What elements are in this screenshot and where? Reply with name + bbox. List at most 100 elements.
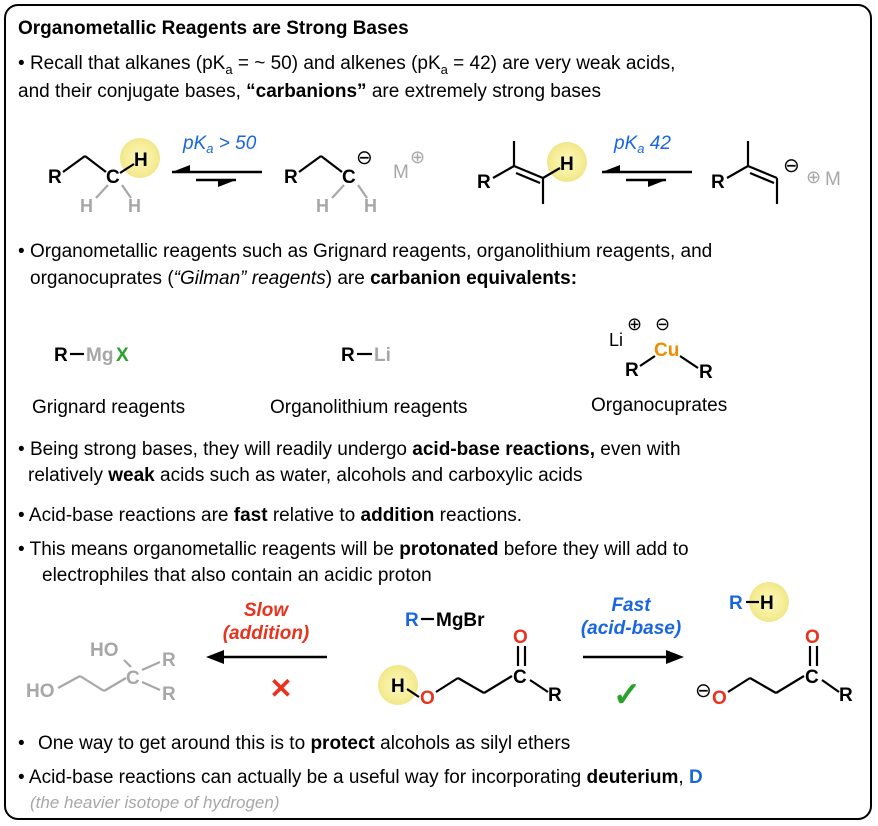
rh-R: R	[729, 593, 743, 614]
cuprate-R-right: R	[699, 362, 713, 383]
deuterium-symbol: D	[688, 767, 703, 788]
carbanions-term: “carbanions”	[246, 81, 367, 102]
grignard-X: X	[116, 345, 129, 366]
recall-sub-a: a	[225, 61, 233, 77]
bullet-acid-base-line-1: • Being strong bases, they will readily …	[18, 439, 681, 461]
recall-text-c: = 42) are very weak acids,	[447, 53, 676, 74]
protect-text-c: alcohols as silyl ethers	[374, 733, 571, 754]
recall-line2-c: are extremely strong bases	[366, 81, 601, 102]
organometallic-line1: Organometallic reagents such as Grignard…	[29, 241, 713, 262]
cuprate-R-left: R	[625, 360, 639, 381]
vinyl-minus: ⊖	[783, 155, 800, 177]
fast-acid-base-arrow	[583, 650, 684, 664]
organometallic-line2-a: organocuprates (	[30, 268, 174, 289]
alkoxide-R: R	[839, 685, 853, 706]
cuprate-Li: Li	[609, 330, 623, 350]
pka-label-alkane: pKa > 50	[182, 133, 257, 156]
carbanion-H-right: H	[364, 196, 377, 216]
bullet-recall-line-2: and their conjugate bases, “carbanions” …	[18, 81, 601, 103]
product-HO-top: HO	[90, 640, 119, 661]
product-HO-left: HO	[26, 681, 55, 702]
product-R-bottom: R	[162, 684, 176, 705]
bullet: •	[18, 539, 25, 560]
recall-line2-a: and their conjugate bases,	[18, 81, 247, 102]
proton-highlight	[120, 138, 160, 178]
organocuprates-label: Organocuprates	[591, 395, 728, 416]
acid-base-line1-c: even with	[594, 439, 681, 460]
fast-text-c: relative to	[267, 505, 361, 526]
equilibrium-arrow-alkane	[172, 165, 262, 187]
bullet-organometallic-line-1: • Organometallic reagents such as Grigna…	[18, 241, 712, 263]
mgbr-label: MgBr	[436, 610, 485, 631]
grignard-R: R	[54, 345, 68, 366]
bullet: •	[18, 505, 25, 526]
acid-base-line2-c: acids such as water, alcohols and carbox…	[154, 465, 583, 486]
slow-label: Slow	[244, 600, 290, 621]
alkyl-carbanion: R C ⊖ H H M ⊕	[284, 147, 425, 216]
addition-label: (addition)	[223, 623, 310, 644]
vinyl-metal-plus: ⊕	[806, 167, 821, 187]
recall-sub-b: a	[440, 61, 448, 77]
acid-base-term: acid-base reactions,	[412, 439, 595, 460]
pka-label-alkene: pKa 42	[613, 133, 671, 156]
slow-addition-arrow	[206, 650, 327, 664]
cuprate-Li-plus: ⊕	[627, 314, 642, 334]
grignard-label: Grignard reagents	[32, 397, 186, 418]
product-R-top: R	[162, 650, 176, 671]
organometallic-line2-c: ) are	[325, 268, 371, 289]
alkene-H-acidic: H	[560, 154, 574, 175]
acid-base-line2-a: relatively	[28, 465, 109, 486]
organolithium-Li: Li	[374, 345, 391, 366]
carbanion-C: C	[342, 167, 356, 188]
fast-text-a: Acid-base reactions are	[28, 505, 234, 526]
deuterium-text-a: Acid-base reactions can actually be a us…	[28, 767, 587, 788]
rh-proton-highlight	[749, 582, 789, 622]
bullet-recall-line-1: • Recall that alkanes (pKa = ~ 50) and a…	[18, 53, 675, 81]
bullet-deuterium: • Acid-base reactions can actually be a …	[18, 767, 703, 789]
substrate-H: H	[391, 676, 405, 697]
alkane-H-acidic: H	[134, 150, 148, 171]
protonated-line1-c: before they will add to	[498, 539, 689, 560]
bullet-protonated-line-1: • This means organometallic reagents wil…	[18, 539, 689, 561]
alkoxide-O: O	[712, 688, 727, 709]
substrate-C: C	[513, 667, 527, 688]
bullet: •	[18, 733, 25, 754]
acid-base-line1-a: Being strong bases, they will readily un…	[29, 439, 413, 460]
cuprate-Cu: Cu	[654, 340, 679, 361]
substrate-carbonyl-O: O	[513, 627, 528, 648]
metal-plus: ⊕	[410, 147, 425, 167]
addition-product: HO C HO R R	[26, 640, 176, 705]
grignard-Mg: Mg	[86, 345, 113, 366]
alkoxide-minus: ⊖	[695, 680, 712, 702]
carbanion-equivalents-term: carbanion equivalents:	[370, 268, 578, 289]
metal-counterion: M	[393, 162, 409, 183]
organolithium-R: R	[341, 345, 355, 366]
carbanion-minus: ⊖	[356, 147, 373, 169]
alkane-byproduct: R H	[729, 582, 789, 622]
protect-text-a: One way to get around this is to	[37, 733, 311, 754]
vinyl-R: R	[711, 172, 725, 193]
bullet-protect: • One way to get around this is to prote…	[18, 733, 570, 755]
fast-text-e: reactions.	[434, 505, 523, 526]
alkane-C: C	[106, 167, 120, 188]
organocuprate-reagent: Li ⊕ ⊖ R Cu R	[609, 314, 713, 383]
equilibrium-arrow-alkene	[602, 165, 692, 187]
product-C: C	[126, 668, 140, 689]
alkane-H-left: H	[80, 196, 93, 216]
alkene-structure: R H	[477, 141, 587, 204]
bullet-fast-relative: • Acid-base reactions are fast relative …	[18, 505, 522, 527]
bullet: •	[18, 767, 25, 788]
rh-H: H	[760, 593, 774, 614]
fast-label: Fast	[611, 595, 651, 616]
organolithium-reagent: R Li	[341, 345, 391, 366]
check-mark-icon: ✓	[613, 676, 642, 714]
deuterium-text-c: ,	[678, 767, 689, 788]
bullet-acid-base-line-2: relatively weak acids such as water, alc…	[28, 465, 582, 487]
vinyl-metal: M	[825, 169, 841, 190]
bullet: •	[18, 439, 25, 460]
grignard-mgbr: R MgBr	[405, 610, 485, 631]
alkoxide-carbonyl-O: O	[805, 627, 820, 648]
bullet: •	[18, 53, 25, 74]
hydroxy-ketone: H O C O R	[378, 627, 562, 709]
